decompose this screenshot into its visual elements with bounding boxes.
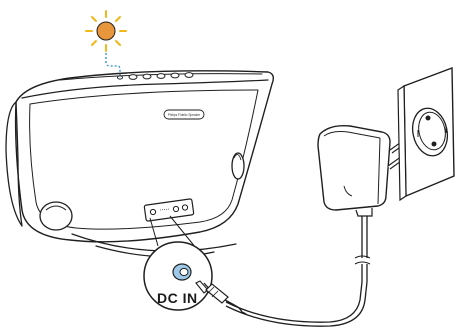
brand-text: Philips Fidelio Speaker xyxy=(168,113,201,117)
bass-port-left xyxy=(40,202,72,230)
power-cable xyxy=(226,214,370,326)
indicator-dotted-line xyxy=(106,53,120,76)
dc-in-zoom-callout: DC IN xyxy=(144,242,212,310)
brand-badge: Philips Fidelio Speaker xyxy=(164,110,204,119)
bass-port-right xyxy=(232,153,244,179)
sun-icon xyxy=(86,11,126,51)
speaker: Philips Fidelio Speaker xyxy=(6,71,273,257)
dc-in-port xyxy=(173,264,191,280)
rear-connector-panel xyxy=(144,199,194,222)
power-adapter xyxy=(318,126,406,216)
wall-socket xyxy=(398,68,454,200)
dc-in-label: DC IN xyxy=(157,290,198,306)
